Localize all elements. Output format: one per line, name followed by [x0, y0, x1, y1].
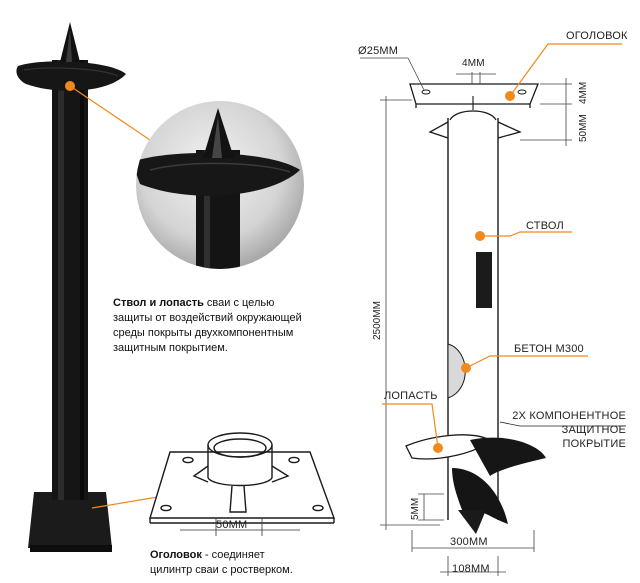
pointer-coating [499, 421, 626, 427]
dim-108mm: 108ММ [452, 563, 490, 575]
dim-50mm-side: 50ММ [578, 114, 589, 142]
coating-label-2: ЗАЩИТНОЕ [561, 424, 626, 436]
dim-50mm-plate: 50ММ [216, 519, 248, 531]
pile-photo [16, 22, 127, 552]
head-bold: Оголовок [150, 549, 202, 561]
dim-4mm-side: 4ММ [578, 81, 589, 104]
shaft-label: СТВОЛ [526, 220, 564, 232]
shaft-blade-description: Ствол и лопасть сваи с целью защиты от в… [113, 296, 343, 356]
shaft-blade-line1: сваи с целью [203, 297, 275, 309]
head-description: Оголовок - соединяет цилинтр сваи с рост… [150, 548, 350, 578]
pointer-head-right [505, 43, 622, 101]
length-label: 2500ММ [372, 301, 383, 340]
tech-drawing [360, 57, 572, 576]
shaft-blade-line4: защитным покрытием. [113, 342, 228, 354]
dim-5mm: 5ММ [410, 497, 421, 520]
head-line1: - соединяет [201, 549, 265, 561]
diameter-hole-label: Ø25ММ [358, 45, 399, 57]
plate-dimension-50mm [180, 518, 300, 536]
pointer-blade [382, 403, 443, 453]
pointer-shaft-right [475, 231, 572, 241]
shaft-blade-line3: среды покрыты двухкомпонентным [113, 327, 294, 339]
blade-label: ЛОПАСТЬ [384, 390, 438, 402]
shaft-blade-line2: защиты от воздействий окружающей [113, 312, 302, 324]
concrete-label: БЕТОН М300 [514, 343, 584, 355]
dim-300mm: 300ММ [450, 536, 488, 548]
coating-label-1: 2Х КОМПОНЕНТНОЕ [512, 410, 626, 422]
pointer-line-shaft [69, 85, 151, 141]
dim-4mm-top: 4ММ [462, 58, 485, 69]
shaft-blade-bold: Ствол и лопасть [113, 297, 204, 309]
zoom-circle [136, 101, 304, 269]
pointer-dot-shaft [65, 81, 75, 91]
head-plate-drawing [149, 432, 335, 524]
coating-label-3: ПОКРЫТИЕ [562, 438, 626, 450]
pointer-concrete [461, 355, 588, 373]
head-line2: цилинтр сваи с ростверком. [150, 564, 293, 576]
head-label: ОГОЛОВОК [566, 30, 628, 42]
